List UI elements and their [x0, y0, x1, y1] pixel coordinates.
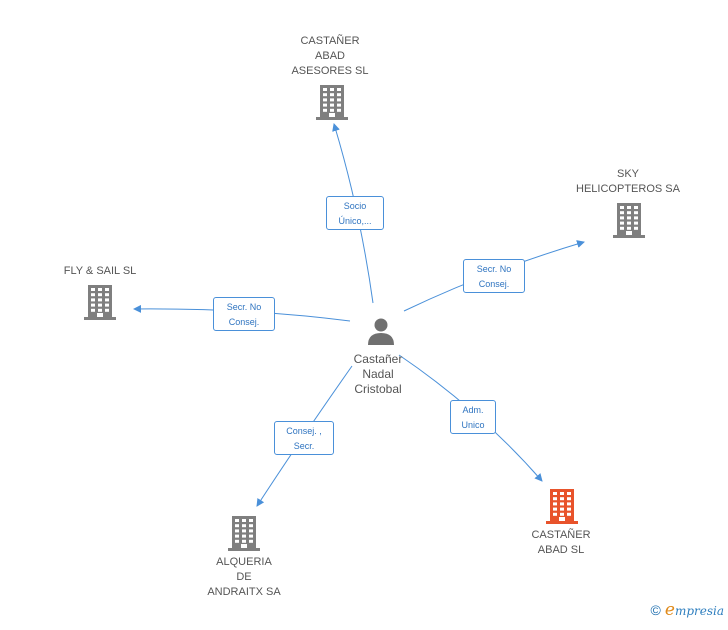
node-label-line: ABAD — [315, 50, 345, 62]
person-icon[interactable] — [366, 316, 396, 346]
edge-label-line: Consej. — [478, 279, 510, 289]
node-label-line: SKY — [616, 168, 639, 180]
building-icon[interactable] — [84, 284, 116, 320]
edge-label-line: Consej. , — [286, 426, 322, 436]
node-label-line: ABAD SL — [537, 544, 585, 556]
edge-label-line: Único,... — [338, 216, 372, 226]
edge-label-line: Secr. — [293, 441, 315, 451]
node-label-line: ALQUERIA — [216, 556, 272, 568]
edge-label-sky-helicopteros[interactable]: Secr. No Consej. — [463, 259, 525, 293]
node-label-line: FLY & SAIL SL — [63, 265, 137, 277]
building-icon[interactable] — [546, 488, 578, 524]
node-label-line: DE — [236, 571, 252, 583]
building-icon[interactable] — [316, 84, 348, 120]
node-label-line: HELICOPTEROS SA — [576, 183, 680, 195]
footer-brand[interactable]: © empresia — [651, 600, 724, 620]
node-label-line: ASESORES SL — [291, 65, 369, 77]
edge-label-castaner-abad[interactable]: Adm. Unico — [450, 400, 496, 434]
building-icon[interactable] — [613, 202, 645, 238]
center-person-label[interactable]: Castañer Nadal Cristobal — [328, 352, 428, 397]
node-label-fly-sail[interactable]: FLY & SAIL SL — [48, 264, 152, 279]
brand-name: mpresia — [674, 604, 724, 618]
edge-label-castaner-abad-asesores[interactable]: Socio Único,... — [326, 196, 384, 230]
edge-label-fly-sail[interactable]: Secr. No Consej. — [213, 297, 275, 331]
edge-label-line: Socio — [343, 201, 367, 211]
edge-label-line: Secr. No — [226, 302, 262, 312]
building-icon[interactable] — [228, 515, 260, 551]
node-label-castaner-abad[interactable]: CASTAÑER ABAD SL — [511, 528, 611, 558]
node-label-alqueria-andraitx[interactable]: ALQUERIA DE ANDRAITX SA — [192, 555, 296, 600]
brand-initial: e — [664, 600, 675, 620]
edge-label-line: Adm. — [462, 405, 484, 415]
edge-label-alqueria-andraitx[interactable]: Consej. , Secr. — [274, 421, 334, 455]
center-name-line-3: Cristobal — [354, 382, 402, 396]
node-label-line: CASTAÑER — [531, 529, 591, 541]
edge-label-line: Unico — [461, 420, 485, 430]
node-label-sky-helicopteros[interactable]: SKY HELICOPTEROS SA — [558, 167, 698, 197]
node-label-line: CASTAÑER — [300, 35, 360, 47]
edge-label-line: Secr. No — [476, 264, 512, 274]
node-label-line: ANDRAITX SA — [207, 586, 281, 598]
node-label-castaner-abad-asesores[interactable]: CASTAÑER ABAD ASESORES SL — [270, 34, 390, 79]
center-name-line-1: Castañer — [353, 352, 403, 366]
empresia-logo: empresia — [665, 600, 724, 620]
edge-label-line: Consej. — [228, 317, 260, 327]
center-name-line-2: Nadal — [362, 367, 394, 381]
copyright-symbol: © — [650, 602, 661, 618]
